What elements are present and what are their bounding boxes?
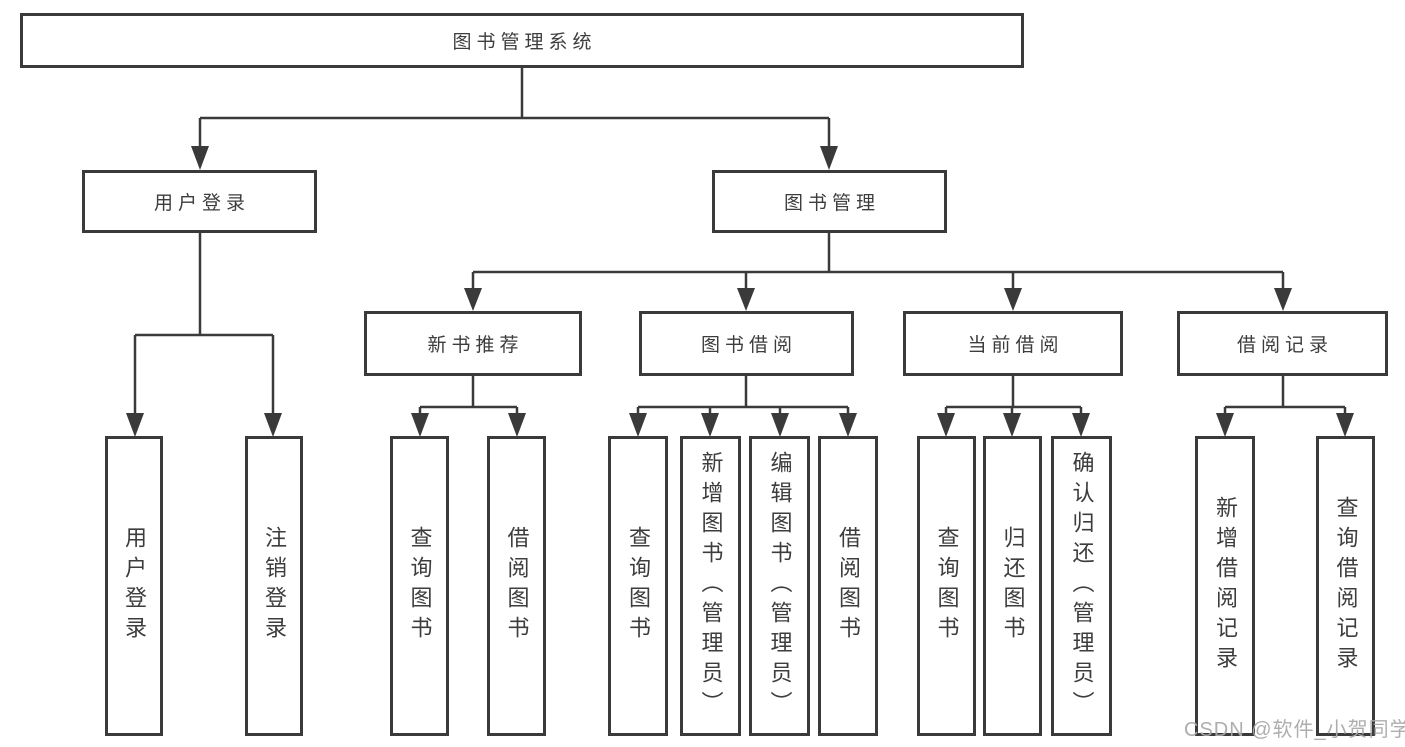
leaf-return-books: 归还图书	[983, 436, 1042, 736]
connector-current-borrow-children	[944, 376, 1083, 418]
leaf-label: 确认归还（管理员）	[1069, 451, 1095, 721]
leaf-query-books-current: 查询图书	[917, 436, 976, 736]
watermark: CSDN @软件_小贺同学	[1184, 719, 1405, 741]
leaf-label: 查询借阅记录	[1333, 496, 1359, 676]
node-label: 图书管理系统	[452, 32, 597, 53]
leaf-label: 新增借阅记录	[1213, 496, 1238, 676]
leaf-query-books-borrow: 查询图书	[608, 436, 668, 736]
leaf-add-borrow-record: 新增借阅记录	[1195, 436, 1255, 736]
node-label: 图书借阅	[700, 335, 797, 356]
leaf-label: 用户登录	[122, 526, 147, 646]
connector-book-borrow-children	[636, 376, 850, 418]
connector-new-book-children	[418, 376, 519, 418]
leaf-logout: 注销登录	[245, 436, 303, 736]
leaf-label: 查询图书	[626, 526, 651, 646]
node-label: 借阅记录	[1236, 335, 1333, 356]
node-library-management-system: 图书管理系统	[20, 13, 1024, 68]
connector-book-mgmt-children	[471, 233, 1285, 292]
node-label: 新书推荐	[427, 335, 524, 356]
leaf-edit-book-admin: 编辑图书（管理员）	[749, 436, 810, 736]
leaf-query-books-recommend: 查询图书	[390, 436, 449, 736]
leaf-label: 注销登录	[262, 526, 287, 646]
connector-borrow-records-children	[1223, 376, 1347, 418]
leaf-label: 借阅图书	[504, 526, 530, 646]
connector-root-to-level2	[198, 68, 831, 150]
leaf-user-login: 用户登录	[105, 436, 163, 736]
leaf-label: 编辑图书（管理员）	[767, 451, 793, 721]
leaf-borrow-books-recommend: 借阅图书	[487, 436, 546, 736]
node-user-login: 用户登录	[82, 170, 317, 233]
node-label: 图书管理	[783, 193, 880, 214]
leaf-label: 查询图书	[934, 526, 960, 646]
leaf-label: 归还图书	[1000, 526, 1026, 646]
node-label: 当前借阅	[967, 335, 1064, 356]
leaf-label: 借阅图书	[836, 526, 861, 646]
leaf-add-book-admin: 新增图书（管理员）	[680, 436, 741, 736]
node-book-management: 图书管理	[712, 170, 947, 233]
node-current-borrowing: 当前借阅	[903, 311, 1123, 376]
leaf-label: 查询图书	[407, 526, 433, 646]
leaf-label: 新增图书（管理员）	[698, 451, 724, 721]
node-book-borrowing: 图书借阅	[639, 311, 854, 376]
node-label: 用户登录	[153, 193, 250, 214]
leaf-confirm-return-admin: 确认归还（管理员）	[1051, 436, 1112, 736]
leaf-borrow-books: 借阅图书	[818, 436, 878, 736]
node-new-book-recommendation: 新书推荐	[364, 311, 582, 376]
leaf-query-borrow-record: 查询借阅记录	[1316, 436, 1375, 736]
connector-user-login-children	[133, 233, 275, 418]
node-borrowing-records: 借阅记录	[1177, 311, 1388, 376]
